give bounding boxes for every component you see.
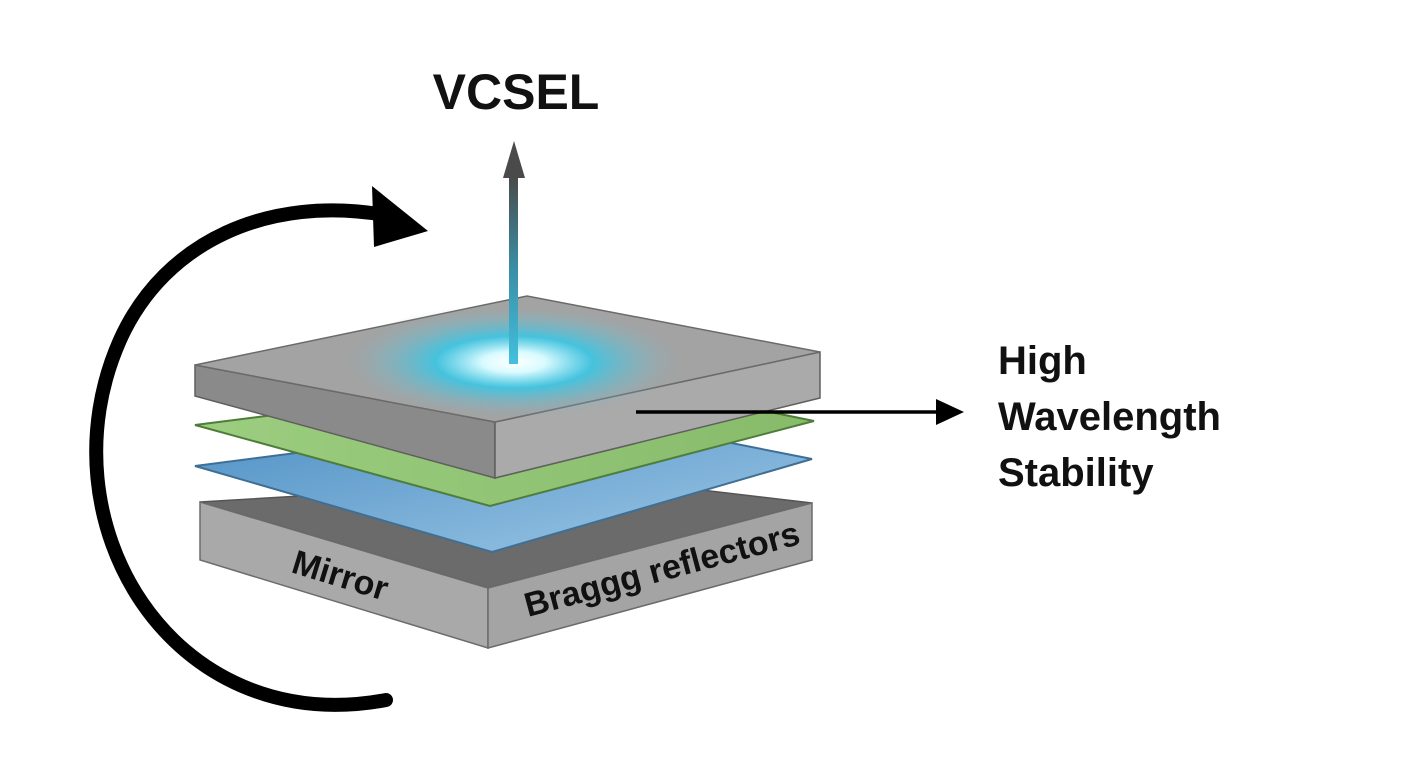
diagram-title: VCSEL [433,64,600,120]
emission-arrow-icon [503,141,525,364]
side-label-line1: High [998,339,1087,383]
side-label-line2: Wavelength [998,395,1221,439]
pointer-arrow-icon [636,399,964,425]
side-label-line3: Stability [998,451,1154,495]
rotation-arrow-icon [89,186,428,712]
